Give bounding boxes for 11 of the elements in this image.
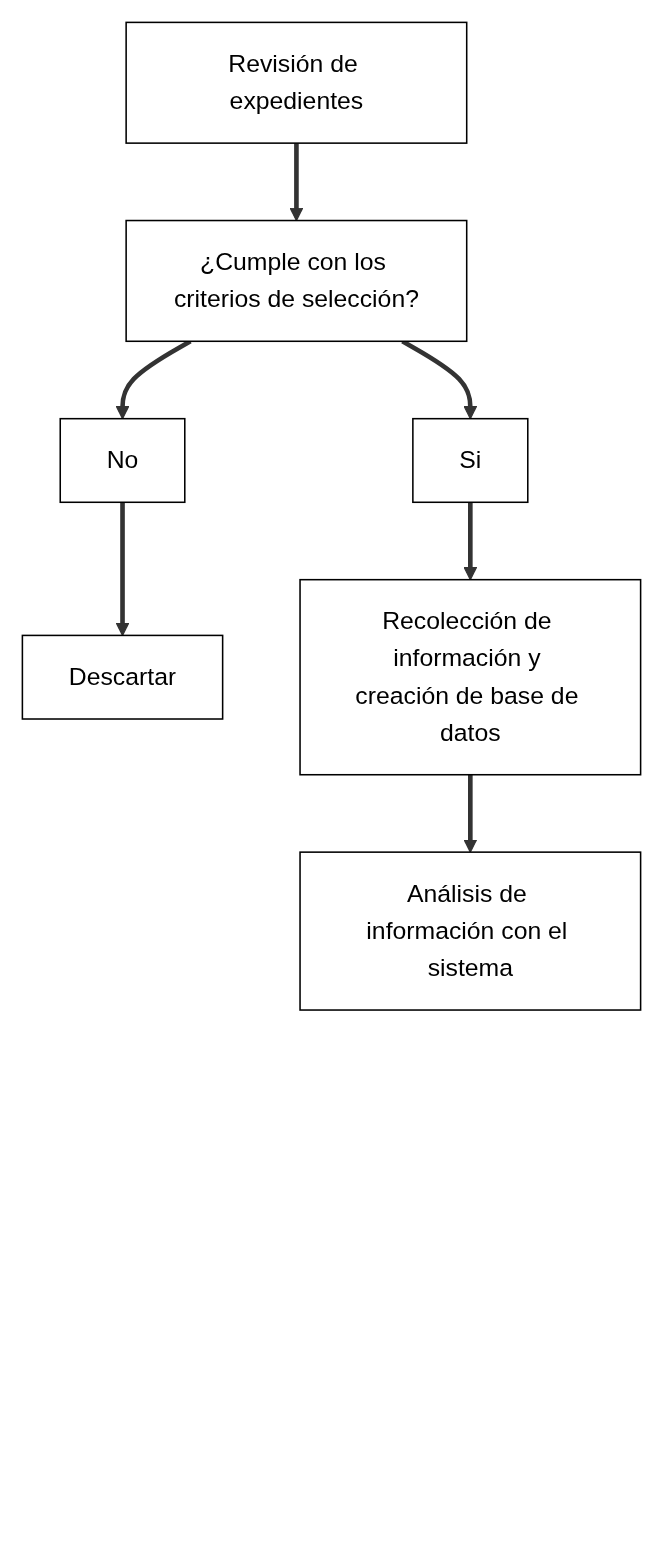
node-box: ¿Cumple con los criterios de selección? bbox=[125, 219, 468, 343]
arrow bbox=[463, 502, 478, 581]
node-box: No bbox=[59, 417, 186, 504]
node-box: Análisis de información con el sistema bbox=[299, 851, 642, 1011]
arrow bbox=[463, 774, 478, 853]
arrow bbox=[289, 143, 304, 222]
node-box: Revisión de expedientes bbox=[125, 21, 468, 144]
node-box: Recolección de información y creación de base de datos bbox=[299, 578, 642, 776]
arrow bbox=[115, 502, 130, 637]
node-box: Descartar bbox=[21, 634, 224, 720]
node-box: Si bbox=[412, 417, 529, 504]
